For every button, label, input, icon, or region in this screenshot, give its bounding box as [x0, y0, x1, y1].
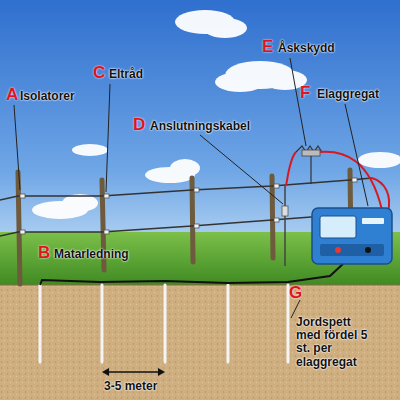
callout-letter: D	[133, 116, 145, 135]
callout-letter: B	[38, 244, 50, 263]
part-label: Åskskydd	[278, 42, 335, 55]
callout-letter: C	[93, 64, 105, 83]
part-label: Eltråd	[109, 68, 143, 81]
part-label: 3-5 meter	[104, 380, 157, 393]
callout-letter: F	[300, 84, 310, 103]
callout-letter: E	[262, 38, 273, 57]
part-label: Elaggregat	[317, 88, 379, 101]
part-label: Anslutningskabel	[150, 120, 250, 133]
part-label: Isolatorer	[20, 90, 75, 103]
part-label: Matarledning	[54, 248, 129, 261]
part-label: Jordspett med fördel 5 st. per elaggrega…	[296, 316, 370, 369]
callout-letter: A	[6, 86, 18, 105]
callout-letter: G	[289, 284, 302, 303]
